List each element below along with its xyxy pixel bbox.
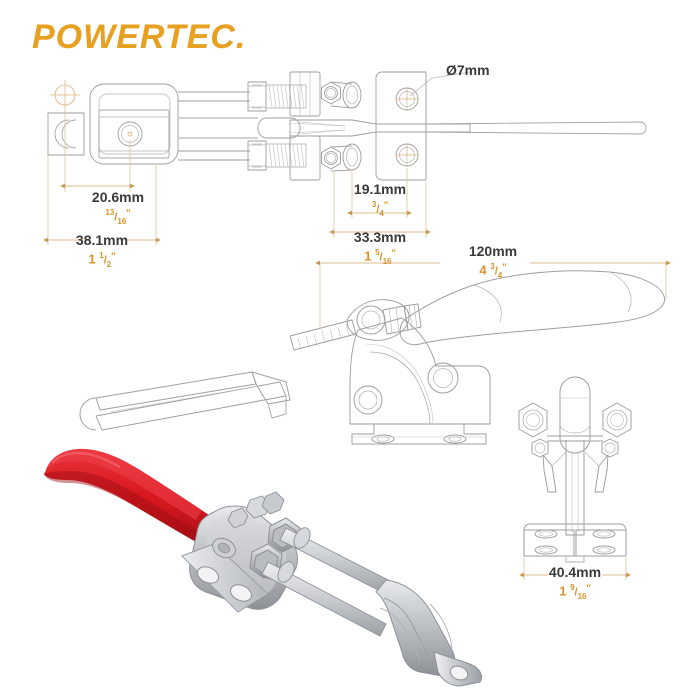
u-bolt-line-art xyxy=(79,371,291,431)
dimension-mm-value: 33.3mm xyxy=(353,229,407,245)
dimension-inch-value: 1 1/2″ xyxy=(88,251,116,269)
product-photo-render xyxy=(44,448,483,687)
hole-diameter-leader xyxy=(409,71,471,97)
dimension-label-40-4mm: 40.4mm 1 9/16″ xyxy=(515,565,635,604)
dimension-label-33-3mm: 33.3mm 1 5/16″ xyxy=(320,230,440,269)
brand-logo: POWERTEC. xyxy=(32,18,246,57)
dimension-lines-top-view xyxy=(43,100,431,245)
dimension-inch-value: 4 3/4″ xyxy=(479,262,507,280)
dimension-mm-value: 40.4mm xyxy=(548,564,602,580)
dimension-mm-value: 120mm xyxy=(468,243,518,259)
dimension-inch-value: 3/4″ xyxy=(371,200,389,218)
dimension-inch-value: 13/16″ xyxy=(105,208,131,226)
dimension-mm-value: 38.1mm xyxy=(75,232,129,248)
brand-punctuation: . xyxy=(235,18,247,56)
dimension-inch-value: 1 5/16″ xyxy=(364,248,396,266)
base-hole-right xyxy=(229,584,253,602)
dimension-label-120mm: 120mm 4 3/4″ xyxy=(433,244,553,283)
side-view-drawing xyxy=(289,270,666,445)
clamp-handle-red xyxy=(44,448,232,556)
dimension-label-38-1mm: 38.1mm 1 1/2″ xyxy=(42,233,162,272)
hole-diameter-callout: Ø7mm xyxy=(446,62,490,78)
front-view-drawing xyxy=(518,376,632,563)
latch-eyelet-hole xyxy=(449,665,469,681)
top-view-drawing xyxy=(47,71,647,181)
dimension-line-front-base-width xyxy=(519,558,631,580)
latch-bolt-assembly xyxy=(261,527,483,687)
dimension-label-20-6mm: 20.6mm 13/16″ xyxy=(58,190,178,229)
brand-name: POWERTEC xyxy=(32,18,236,56)
dimension-mm-value: 20.6mm xyxy=(91,189,145,205)
dimension-line-overall-length xyxy=(315,260,671,330)
dimension-mm-value: 19.1mm xyxy=(353,181,407,197)
dimension-label-19-1mm: 19.1mm 3/4″ xyxy=(320,182,440,221)
base-hole-left xyxy=(196,566,220,584)
dimension-inch-value: 1 9/16″ xyxy=(559,583,591,601)
